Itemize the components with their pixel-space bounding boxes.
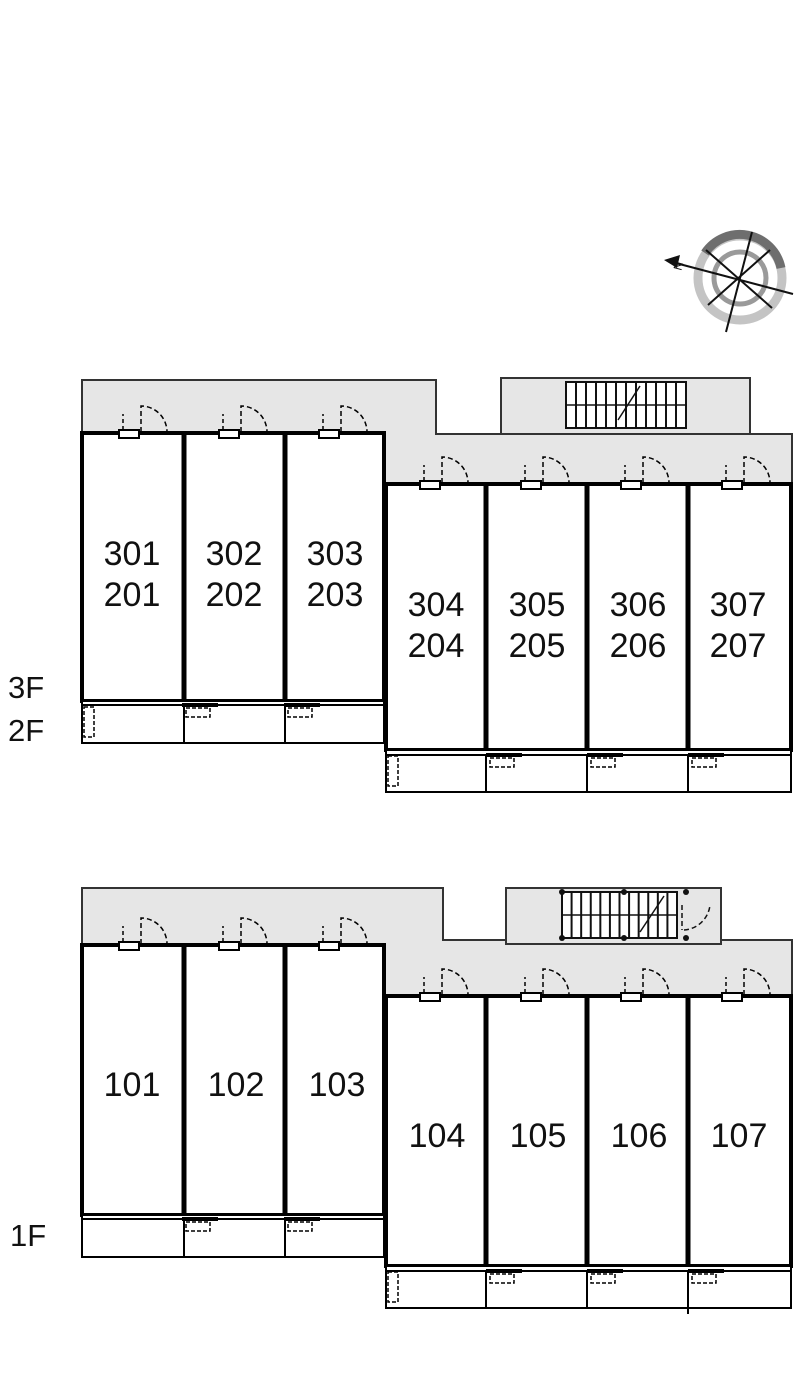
entrance-door-icon bbox=[118, 917, 168, 951]
entrance-door-icon bbox=[520, 968, 570, 1002]
unit-number-307: 307 bbox=[710, 586, 767, 624]
unit-number-304: 304 bbox=[408, 586, 465, 624]
unit-number-207: 207 bbox=[710, 627, 767, 665]
outdoor-unit-icon bbox=[182, 703, 218, 718]
unit-number-303: 303 bbox=[307, 535, 364, 573]
compass-icon: N bbox=[664, 229, 794, 333]
entrance-door-icon bbox=[419, 968, 469, 1002]
outdoor-unit-icon bbox=[688, 753, 724, 768]
balcony-left-upper bbox=[81, 700, 385, 744]
unit-number-101: 101 bbox=[104, 1066, 161, 1104]
unit-number-107: 107 bbox=[711, 1117, 768, 1155]
entrance-door-icon bbox=[419, 456, 469, 490]
unit-number-305: 305 bbox=[509, 586, 566, 624]
unit-number-301: 301 bbox=[104, 535, 161, 573]
terrace-left-lower bbox=[81, 1214, 385, 1258]
entrance-door-icon bbox=[721, 456, 771, 490]
outdoor-unit-icon bbox=[587, 1269, 623, 1284]
window-icon bbox=[83, 706, 95, 738]
unit-number-205: 205 bbox=[509, 627, 566, 665]
floor-label-3f: 3F bbox=[8, 670, 44, 705]
unit-number-306: 306 bbox=[610, 586, 667, 624]
entrance-door-icon bbox=[118, 405, 168, 439]
outdoor-unit-icon bbox=[486, 1269, 522, 1284]
entrance-door-icon bbox=[318, 405, 368, 439]
entrance-door-icon bbox=[721, 968, 771, 1002]
entrance-door-icon bbox=[318, 917, 368, 951]
entrance-door-icon bbox=[520, 456, 570, 490]
unit-number-206: 206 bbox=[610, 627, 667, 665]
unit-number-203: 203 bbox=[307, 576, 364, 614]
unit-number-102: 102 bbox=[208, 1066, 265, 1104]
outdoor-unit-icon bbox=[688, 1269, 724, 1284]
compass-north-label: N bbox=[671, 260, 687, 272]
entrance-door-icon bbox=[218, 405, 268, 439]
outdoor-unit-icon bbox=[486, 753, 522, 768]
window-icon bbox=[387, 1271, 399, 1303]
upper-building: 301 201 302 202 303 203 304 204 305 205 … bbox=[8, 377, 793, 793]
staircase-lower bbox=[505, 887, 722, 945]
window-icon bbox=[387, 755, 399, 787]
unit-number-202: 202 bbox=[206, 576, 263, 614]
entrance-door-icon bbox=[620, 968, 670, 1002]
unit-number-106: 106 bbox=[611, 1117, 668, 1155]
outdoor-unit-icon bbox=[587, 753, 623, 768]
unit-number-201: 201 bbox=[104, 576, 161, 614]
unit-number-302: 302 bbox=[206, 535, 263, 573]
entrance-door-icon bbox=[218, 917, 268, 951]
lower-building: 101 102 103 104 105 106 107 1F bbox=[10, 887, 793, 1314]
unit-number-103: 103 bbox=[309, 1066, 366, 1104]
entrance-door-icon bbox=[620, 456, 670, 490]
staircase-upper bbox=[500, 377, 751, 435]
outdoor-unit-icon bbox=[284, 703, 320, 718]
floor-label-1f: 1F bbox=[10, 1218, 46, 1253]
unit-number-104: 104 bbox=[409, 1117, 466, 1155]
unit-number-204: 204 bbox=[408, 627, 465, 665]
outdoor-unit-icon bbox=[182, 1217, 218, 1232]
floor-label-2f: 2F bbox=[8, 713, 44, 748]
outdoor-unit-icon bbox=[284, 1217, 320, 1232]
unit-number-105: 105 bbox=[510, 1117, 567, 1155]
